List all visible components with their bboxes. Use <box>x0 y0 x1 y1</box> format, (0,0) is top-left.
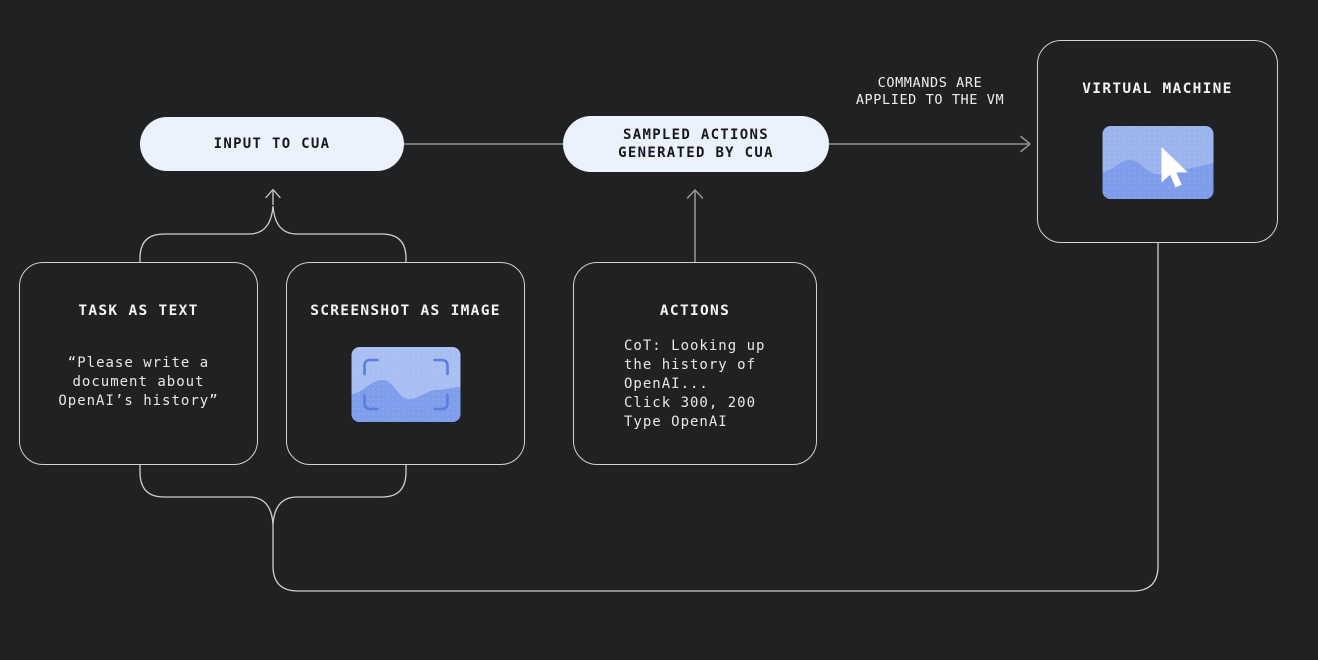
node-sampled-actions: SAMPLED ACTIONS GENERATED BY CUA <box>563 116 829 172</box>
node-screenshot-as-image: SCREENSHOT AS IMAGE <box>286 262 525 465</box>
actions-title: ACTIONS <box>659 303 731 319</box>
virtual-machine-title: VIRTUAL MACHINE <box>1082 81 1233 97</box>
vm-arrow-caption: COMMANDS ARE APPLIED TO THE VM <box>855 75 1005 108</box>
node-input-to-cua-label: INPUT TO CUA <box>213 136 331 152</box>
node-actions: ACTIONS CoT: Looking up the history of O… <box>573 262 817 465</box>
node-input-to-cua: INPUT TO CUA <box>140 117 404 171</box>
viewfinder-brackets-icon <box>362 358 449 411</box>
task-as-text-body: “Please write a document about OpenAI’s … <box>58 355 219 409</box>
arrowhead-up-icon <box>686 189 704 199</box>
node-task-as-text: TASK AS TEXT “Please write a document ab… <box>19 262 258 465</box>
connector-vm-feedback-loop <box>272 243 1159 592</box>
screenshot-as-image-title: SCREENSHOT AS IMAGE <box>310 303 501 319</box>
brace-feedback-merge <box>139 465 407 525</box>
brace-inputs-merge <box>139 205 407 262</box>
node-virtual-machine: VIRTUAL MACHINE <box>1037 40 1278 243</box>
vm-screen-with-cursor-icon <box>1102 126 1213 199</box>
screenshot-image-icon <box>351 347 460 422</box>
cursor-arrow-icon <box>1161 147 1188 188</box>
task-as-text-title: TASK AS TEXT <box>78 303 199 319</box>
arrowhead-right-icon <box>1020 135 1031 153</box>
arrowhead-up-brace-icon <box>265 188 281 199</box>
node-sampled-actions-label: SAMPLED ACTIONS GENERATED BY CUA <box>618 127 774 161</box>
actions-body: CoT: Looking up the history of OpenAI...… <box>624 338 766 430</box>
